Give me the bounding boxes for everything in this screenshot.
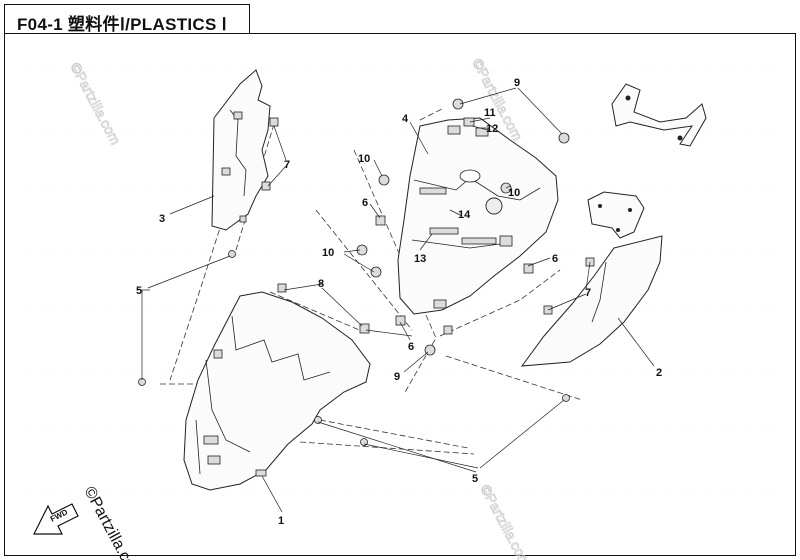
part-2-right-side-panel [520, 235, 663, 367]
callout-12: 12 [486, 123, 498, 135]
corner-watermark-text: ©Partzilla.com [80, 484, 144, 560]
callout-10-right: 10 [508, 187, 520, 199]
callout-5-bottom: 5 [472, 473, 478, 485]
callout-6-upper: 6 [362, 197, 368, 209]
part-3-left-side-panel [211, 69, 271, 231]
callout-6-lower: 6 [408, 341, 414, 353]
leader-lines [141, 87, 655, 513]
title-box: F04-1 塑料件Ⅰ/PLASTICS Ⅰ [4, 4, 250, 34]
callout-11: 11 [484, 107, 496, 119]
fwd-direction-arrow: FWD [33, 503, 79, 535]
mounting-brackets [587, 83, 707, 239]
callout-2: 2 [656, 367, 662, 379]
part-1-front-cowl [183, 291, 371, 491]
callout-14: 14 [458, 209, 471, 221]
callout-1: 1 [278, 515, 284, 527]
callout-13: 13 [414, 253, 426, 265]
callout-8: 8 [318, 278, 324, 290]
fasteners [138, 98, 595, 446]
callout-6-right: 6 [552, 253, 558, 265]
callout-10-left: 10 [322, 247, 334, 259]
callout-labels: 1 2 3 4 5 5 6 6 6 7 7 8 9 9 10 10 10 11 … [136, 77, 662, 527]
callout-7-left: 7 [284, 159, 290, 171]
watermark-text: ©Partzilla.com [67, 60, 124, 147]
watermark-text: ©Partzilla.com [477, 482, 534, 560]
page-title: F04-1 塑料件Ⅰ/PLASTICS Ⅰ [17, 15, 227, 34]
callout-7-right: 7 [585, 287, 591, 299]
callout-9-bottom: 9 [394, 371, 400, 383]
part-4-inner-panel [397, 117, 559, 315]
callout-9-top: 9 [514, 77, 520, 89]
callout-4: 4 [402, 113, 409, 125]
callout-10-upper: 10 [358, 153, 370, 165]
diagram-frame [4, 33, 796, 556]
callout-3: 3 [159, 213, 165, 225]
callout-5-left: 5 [136, 285, 142, 297]
